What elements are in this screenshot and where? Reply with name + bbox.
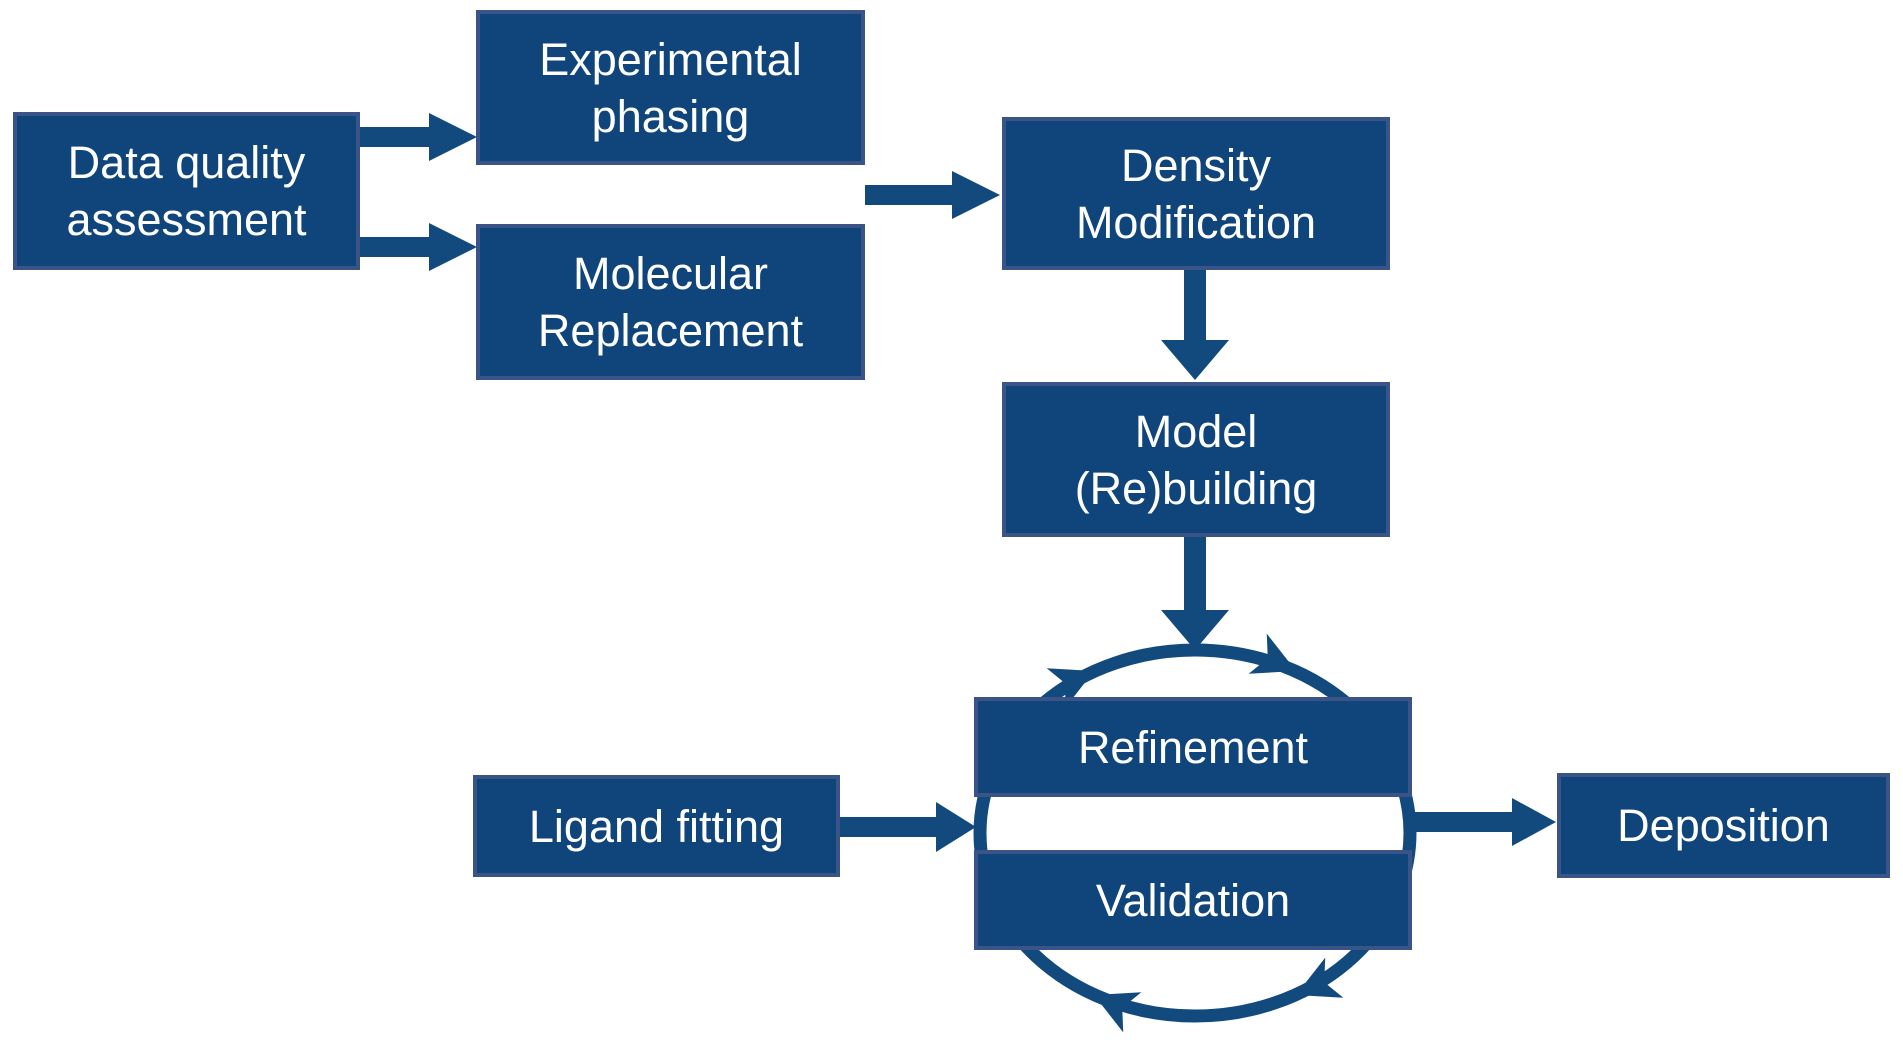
cycle-arrowhead-bottom-left [1094, 992, 1142, 1033]
node-ligand-fitting: Ligand fitting [473, 775, 840, 877]
arrow-data-quality-to-experimental-phasing [358, 113, 477, 161]
arrow-density-modification-to-model-rebuilding [1161, 268, 1229, 380]
node-label-line: Modification [1075, 196, 1317, 248]
node-refinement: Refinement [974, 697, 1412, 797]
arrow-model-rebuilding-to-cycle [1161, 535, 1229, 650]
node-label-line: Molecular [572, 248, 769, 299]
node-experimental-phasing: Experimental phasing [476, 10, 865, 165]
node-label-line: (Re)building [1074, 462, 1318, 514]
arrow-phasing-to-density-modification [865, 171, 1000, 219]
node-label-line: Density [1120, 139, 1272, 191]
node-label-line: Refinement [1077, 721, 1309, 773]
node-label-line: Model [1134, 405, 1258, 457]
cycle-arrowhead-top-left [1046, 668, 1094, 709]
cycle-arrowhead-top-right [1248, 633, 1296, 674]
arrow-ligand-fitting-to-cycle [838, 802, 976, 852]
node-label-line: Replacement [537, 305, 804, 356]
node-molecular-replacement: Molecular Replacement [476, 224, 865, 380]
node-label-line: Deposition [1617, 800, 1830, 851]
node-label-line: phasing [591, 90, 750, 142]
node-label-line: Data quality [67, 137, 306, 188]
node-label-line: Validation [1095, 874, 1291, 926]
node-density-modification: Density Modification [1002, 117, 1390, 270]
arrow-cycle-to-deposition [1410, 798, 1556, 846]
node-validation: Validation [974, 850, 1412, 950]
node-label-line: assessment [66, 194, 307, 245]
cycle-arrowhead-bottom-right [1296, 957, 1344, 998]
node-label-line: Experimental [539, 33, 802, 85]
node-label-line: Ligand fitting [528, 800, 785, 852]
node-deposition: Deposition [1557, 773, 1890, 878]
node-model-rebuilding: Model (Re)building [1002, 382, 1390, 537]
arrow-data-quality-to-molecular-replacement [358, 223, 477, 271]
node-data-quality-assessment: Data quality assessment [13, 112, 360, 270]
